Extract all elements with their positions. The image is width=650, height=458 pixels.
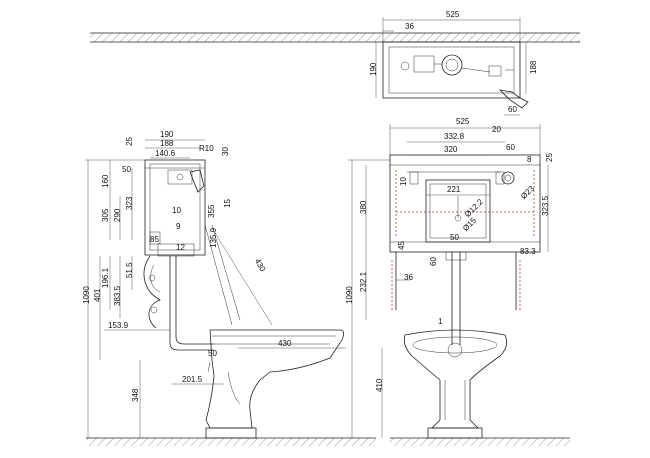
front-380: 380 [359,200,368,214]
side-lid-offset: 25 [125,137,134,146]
side-lid: 30 [221,147,230,156]
front-width: 525 [456,117,470,126]
side-outlet-9: 9 [176,222,181,231]
front-83-3: 83.3 [520,247,536,256]
side-401: 401 [93,288,102,302]
side-51-5: 51.5 [125,262,134,278]
ceiling-wall [90,32,580,43]
front-232-1: 232.1 [359,271,368,292]
side-outlet-355: 355 [207,204,216,218]
front-410: 410 [375,378,384,392]
side-pipe-length: 430 [253,257,268,274]
front-323-5: 323.5 [541,195,550,216]
top-view-offset: 36 [405,22,414,31]
front-10: 10 [399,177,408,186]
side-top-width: 190 [160,130,174,139]
side-view: 190 188 140.6 R10 30 25 50 1090 160 305 … [82,130,346,439]
top-view: 525 36 190 188 60 [369,10,538,116]
side-348: 348 [131,388,140,402]
side-lower-width: 140.6 [155,149,176,158]
side-outlet-10: 10 [172,206,181,215]
front-45: 45 [397,241,406,250]
side-pan-length: 430 [278,339,292,348]
top-view-width: 525 [446,10,460,19]
front-221: 221 [447,185,461,194]
side-outlet-15: 15 [223,199,232,208]
front-60b: 60 [429,257,438,266]
floor [86,437,570,446]
front-20: 20 [492,125,501,134]
top-view-depth-right: 188 [529,60,538,74]
side-383-5: 383.5 [113,285,122,306]
side-50: 50 [208,349,217,358]
front-dia-12-2: Ø12.2 [463,197,485,219]
front-8: 8 [527,155,532,164]
front-320: 320 [444,145,458,154]
front-50: 50 [450,233,459,242]
top-view-depth-left: 190 [369,62,378,76]
front-dia-15: Ø15 [461,216,478,233]
front-36: 36 [404,273,413,282]
front-60: 60 [506,143,515,152]
side-201-5: 201.5 [182,375,203,384]
side-12: 12 [176,243,185,252]
front-332-8: 332.8 [444,132,465,141]
front-1: 1 [438,317,443,326]
side-inner-width: 188 [160,139,174,148]
side-305: 305 [101,208,110,222]
front-25: 25 [545,153,554,162]
front-view: 525 332.8 20 320 60 25 8 221 10 Ø23 323.… [345,117,554,439]
side-radius: R10 [199,144,214,153]
side-196-1: 196.1 [101,267,110,288]
side-1090: 1090 [82,286,91,304]
side-135-9: 135.9 [209,227,218,248]
side-160: 160 [101,174,110,188]
side-wall-gap: 50 [122,165,131,174]
front-1090: 1090 [345,286,354,304]
side-323: 323 [125,196,134,210]
top-view-pipe: 60 [508,105,517,114]
side-290: 290 [113,208,122,222]
side-85: 85 [150,235,159,244]
side-153-9: 153.9 [108,321,129,330]
